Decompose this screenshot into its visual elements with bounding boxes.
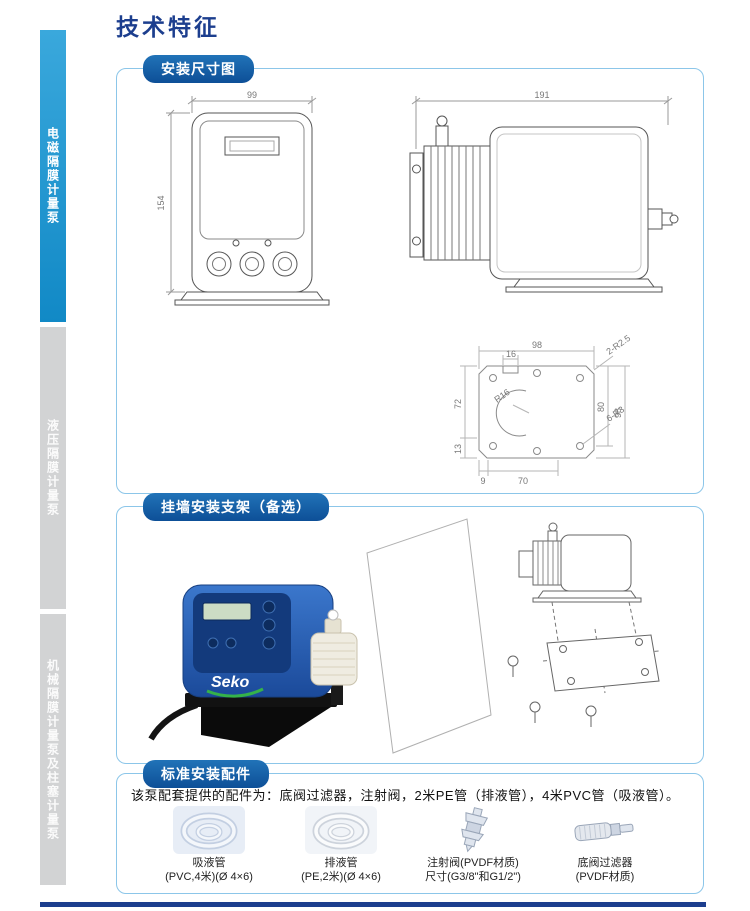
wall-mount-drawing: [366, 518, 660, 754]
accessory-injection-valve: 注射阀(PVDF材质) 尺寸(G3/8"和G1/2"): [409, 806, 537, 885]
dim-front-width: 99: [247, 91, 257, 100]
discharge-tube-coil-icon: [305, 806, 377, 854]
dim-plate-top-width: 98: [532, 340, 542, 350]
dim-plate-corner-radius: 2-R2.5: [604, 333, 632, 357]
section-title-install-dimensions: 安装尺寸图: [143, 55, 254, 83]
side-view-drawing: 191: [409, 91, 679, 293]
panel-button: [262, 618, 276, 632]
accessory-name: 注射阀(PVDF材质): [427, 857, 519, 869]
accessory-name: 吸液管: [192, 857, 226, 869]
brand-swoosh: [206, 687, 264, 698]
suction-tube-coil-icon: [173, 806, 245, 854]
dim-plate-slot-width: 16: [506, 349, 516, 359]
dim-side-length: 191: [534, 91, 549, 100]
accessory-spec: (PE,2米)(Ø 4×6): [301, 870, 381, 883]
section-standard-accessories: 标准安装配件 该泵配套提供的配件为：底阀过滤器，注射阀，2米PE管（排液管），4…: [116, 760, 704, 894]
mounting-plate-drawing: 98 16 2-R2.5 R16 6-R3 72 13 80 98 9 70: [453, 333, 632, 486]
accessory-suction-tube: 吸液管 (PVC,4米)(Ø 4×6): [145, 806, 273, 885]
accessory-spec: (PVC,4米)(Ø 4×6): [165, 870, 253, 883]
power-cable: [148, 702, 198, 741]
panel-button: [262, 636, 276, 650]
dim-front-height: 154: [157, 195, 166, 210]
bracket-plate-drawing: [546, 634, 660, 692]
injection-valve-icon: [461, 807, 489, 853]
sidebar-item-label: 电磁隔膜计量泵: [45, 127, 60, 225]
sidebar-item-solenoid-diaphragm-pump[interactable]: 电磁隔膜计量泵: [40, 30, 66, 322]
dim-plate-bottom-width: 70: [518, 476, 528, 486]
accessory-name: 底阀过滤器: [577, 857, 633, 869]
bracket-gusset: [201, 707, 331, 747]
page-title: 技术特征: [116, 14, 220, 40]
dim-plate-bottom-left-height: 13: [453, 444, 463, 454]
panel-button: [262, 600, 276, 614]
pump-photo: Seko: [148, 584, 358, 747]
sidebar-item-label: 液压隔膜计量泵: [45, 419, 60, 517]
wall-panel: [366, 518, 492, 754]
dim-plate-right-inner-height: 80: [596, 402, 606, 412]
accessory-spec: 尺寸(G3/8"和G1/2"): [425, 870, 521, 883]
front-view-drawing: 99 154: [157, 91, 330, 306]
sidebar-item-label: 机械隔膜计量泵及柱塞计量泵: [45, 658, 60, 841]
section-install-dimensions: 安装尺寸图 99 154: [116, 55, 704, 494]
sidebar-item-mechanical-plunger-pump[interactable]: 机械隔膜计量泵及柱塞计量泵: [40, 614, 66, 885]
sidebar-item-hydraulic-diaphragm-pump[interactable]: 液压隔膜计量泵: [40, 327, 66, 609]
section-wall-bracket: 挂墙安装支架（备选）: [116, 493, 704, 764]
panel-button: [225, 637, 237, 649]
accessories-intro-text: 该泵配套提供的配件为：底阀过滤器，注射阀，2米PE管（排液管），4米PVC管（吸…: [131, 788, 680, 803]
accessory-discharge-tube: 排液管 (PE,2米)(Ø 4×6): [277, 806, 405, 885]
accessory-spec: (PVDF材质): [575, 870, 635, 883]
dim-plate-bottom-offset: 9: [480, 476, 485, 486]
dim-plate-right-outer-height: 98: [613, 408, 623, 418]
section-title-standard-accessories: 标准安装配件: [143, 760, 269, 788]
accessory-name: 排液管: [324, 857, 358, 869]
dim-plate-left-height: 72: [453, 399, 463, 409]
foot-valve-filter-icon: [574, 822, 634, 842]
accessory-foot-valve-filter: 底阀过滤器 (PVDF材质): [541, 806, 669, 885]
pump-brand-text: Seko: [211, 674, 249, 691]
panel-button: [207, 637, 219, 649]
lcd-display: [202, 602, 252, 621]
section-title-wall-bracket: 挂墙安装支架（备选）: [143, 493, 329, 521]
footer-divider-bar: [40, 902, 706, 907]
